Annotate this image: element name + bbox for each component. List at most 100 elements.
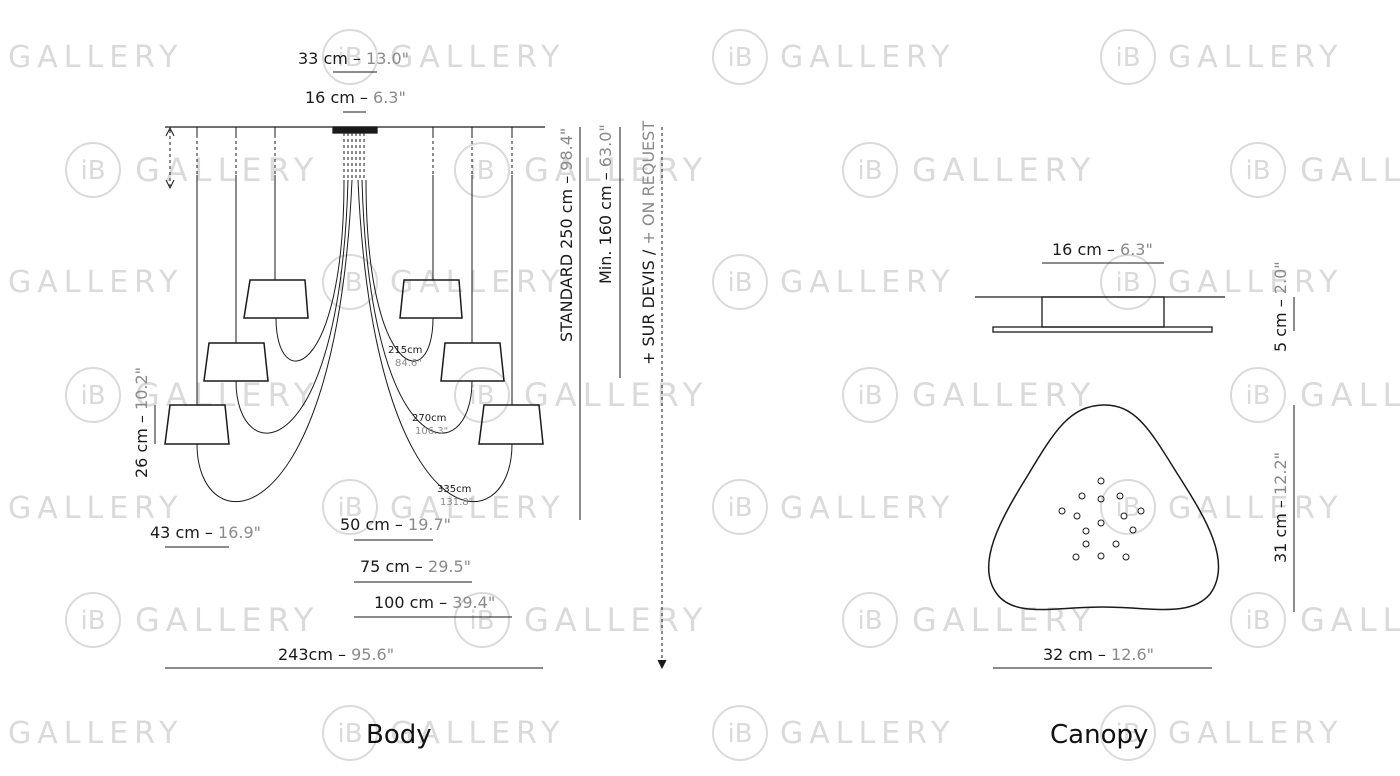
adjust-arrow — [165, 126, 175, 190]
canopy-dim-lines — [993, 262, 1295, 669]
svg-text:GALLERY: GALLERY — [780, 491, 955, 526]
body-label: Body — [366, 720, 432, 750]
svg-text:GALLERY: GALLERY — [1168, 265, 1343, 300]
svg-text:GALLERY: GALLERY — [390, 716, 565, 751]
watermark: GALLERY — [8, 265, 183, 300]
cable-stubs — [196, 127, 513, 135]
svg-text:GALLERY: GALLERY — [912, 376, 1096, 414]
svg-text:GALLERY: GALLERY — [390, 491, 565, 526]
svg-text:iB: iB — [727, 43, 752, 73]
watermark: iB GALLERY — [1100, 29, 1343, 85]
shade — [203, 342, 269, 382]
watermark: iB GALLERY — [65, 367, 319, 423]
cable-215-imperial: 84.6" — [395, 358, 422, 369]
lamp-shades — [164, 279, 544, 445]
standard-height: STANDARD 250 cm – 98.4" — [557, 128, 576, 342]
svg-text:GALLERY: GALLERY — [1168, 40, 1343, 75]
body-drawing — [154, 71, 667, 670]
dim-top-16: 16 cm – 6.3" — [305, 88, 406, 107]
svg-text:GALLERY: GALLERY — [8, 265, 183, 300]
canopy-dim-32: 32 cm – 12.6" — [1043, 645, 1154, 664]
svg-text:iB: iB — [1245, 606, 1270, 636]
svg-text:iB: iB — [337, 43, 362, 73]
on-request-height: + SUR DEVIS / + ON REQUEST — [639, 121, 658, 365]
svg-text:GALLERY: GALLERY — [1168, 716, 1343, 751]
svg-text:GALLERY: GALLERY — [135, 376, 319, 414]
svg-text:iB: iB — [80, 381, 105, 411]
svg-text:GALLERY: GALLERY — [1300, 376, 1400, 414]
watermark: iB GALLERY — [65, 592, 319, 648]
svg-text:GALLERY: GALLERY — [524, 376, 708, 414]
svg-text:GALLERY: GALLERY — [390, 265, 565, 300]
svg-text:iB: iB — [337, 493, 362, 523]
dashed-cables — [196, 133, 513, 178]
dim-243: 243cm – 95.6" — [278, 645, 394, 664]
svg-text:GALLERY: GALLERY — [912, 151, 1096, 189]
svg-text:GALLERY: GALLERY — [8, 491, 183, 526]
canopy-dim-16: 16 cm – 6.3" — [1052, 240, 1153, 259]
svg-text:GALLERY: GALLERY — [135, 601, 319, 639]
cable-215-metric: 215cm — [388, 345, 422, 356]
dim-100: 100 cm – 39.4" — [374, 593, 495, 612]
svg-text:iB: iB — [337, 719, 362, 749]
svg-text:GALLERY: GALLERY — [912, 601, 1096, 639]
watermark: iB GALLERY — [712, 29, 955, 85]
svg-text:iB: iB — [1245, 381, 1270, 411]
cable-335-imperial: 131.8" — [440, 497, 473, 508]
min-height: Min. 160 cm – 63.0" — [596, 124, 615, 284]
svg-text:iB: iB — [469, 156, 494, 186]
watermark: iB GALLERY — [712, 705, 955, 761]
dimension-lines — [154, 71, 667, 670]
watermark: iB GALLERY — [842, 142, 1096, 198]
svg-text:GALLERY: GALLERY — [1168, 491, 1343, 526]
svg-text:GALLERY: GALLERY — [780, 265, 955, 300]
shade — [243, 279, 309, 319]
watermark-layer: iB GALLERY iB GALLERY iB GALLERY GALLERY iB… — [8, 29, 1400, 761]
shade — [440, 342, 505, 382]
svg-text:GALLERY: GALLERY — [8, 40, 183, 75]
svg-text:iB: iB — [469, 381, 494, 411]
dim-shade-width: 43 cm – 16.9" — [150, 523, 261, 542]
svg-text:iB: iB — [1115, 43, 1140, 73]
canopy-top-view — [987, 404, 1220, 611]
svg-text:GALLERY: GALLERY — [524, 151, 708, 189]
dim-shade-height: 26 cm – 10.2" — [132, 367, 151, 478]
dim-50: 50 cm – 19.7" — [340, 515, 451, 534]
cable-270-imperial: 106.3" — [415, 426, 448, 437]
canopy-label: Canopy — [1050, 720, 1148, 750]
watermark: iB GALLERY — [322, 479, 565, 535]
svg-text:iB: iB — [727, 719, 752, 749]
svg-text:iB: iB — [1115, 268, 1140, 298]
svg-text:iB: iB — [469, 606, 494, 636]
svg-text:iB: iB — [80, 606, 105, 636]
watermark: iB GALLERY — [1230, 592, 1400, 648]
central-canopy — [332, 126, 378, 134]
watermark: GALLERY — [8, 491, 183, 526]
watermark: iB GALLERY — [842, 367, 1096, 423]
svg-text:GALLERY: GALLERY — [780, 40, 955, 75]
svg-text:GALLERY: GALLERY — [8, 716, 183, 751]
svg-text:iB: iB — [80, 156, 105, 186]
watermark: GALLERY — [8, 716, 183, 751]
canopy-dim-5: 5 cm – 2.0" — [1271, 261, 1290, 352]
svg-text:GALLERY: GALLERY — [780, 716, 955, 751]
watermark: iB GALLERY — [454, 367, 708, 423]
svg-text:iB: iB — [727, 268, 752, 298]
svg-text:GALLERY: GALLERY — [1300, 601, 1400, 639]
canopy-drawing — [975, 262, 1295, 669]
shade — [478, 404, 544, 445]
cables — [196, 175, 513, 502]
dim-75: 75 cm – 29.5" — [360, 557, 471, 576]
svg-text:iB: iB — [857, 156, 882, 186]
watermark: iB GALLERY — [1230, 367, 1400, 423]
svg-text:iB: iB — [857, 381, 882, 411]
canopy-holes — [1058, 477, 1145, 561]
svg-text:iB: iB — [1245, 156, 1270, 186]
canopy-plate — [992, 326, 1213, 333]
shade — [164, 404, 230, 445]
